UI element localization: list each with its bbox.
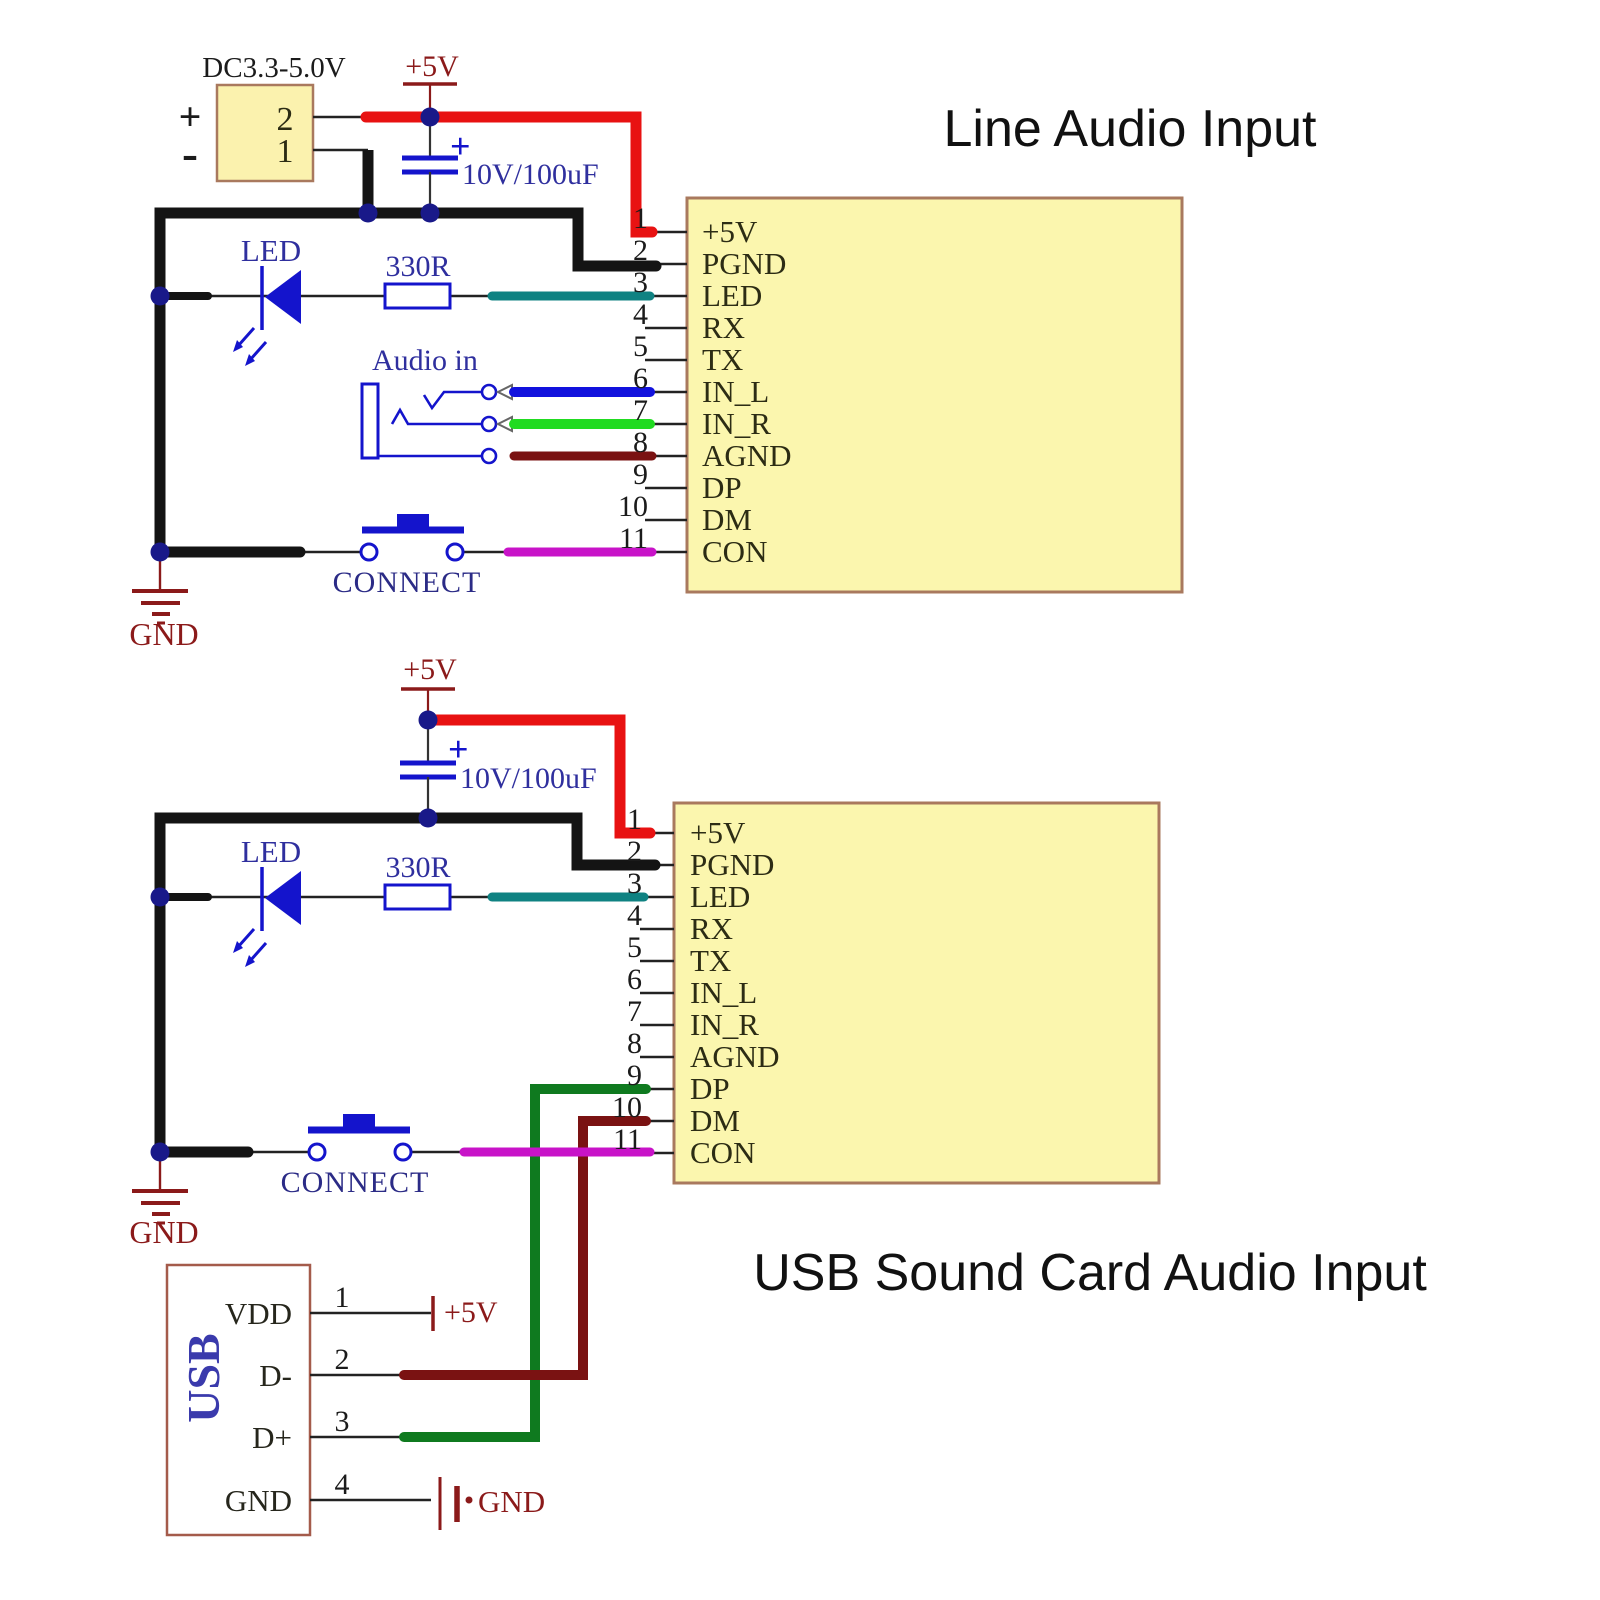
resistor-label-bottom: 330R [385, 851, 451, 884]
module-box-top [685, 196, 1184, 594]
connect-button-top [359, 514, 465, 562]
title-line-audio-input: Line Audio Input [943, 100, 1317, 158]
m1-pin-label-9: DP [702, 470, 742, 505]
m1-pin-label-5: TX [702, 342, 744, 377]
m2-pin-num-4: 4 [627, 899, 642, 932]
m2-pin-label-8: AGND [690, 1039, 780, 1074]
dc-jack-box [215, 83, 315, 183]
m1-pin-label-8: AGND [702, 438, 792, 473]
usb-gnd-symbol [438, 1477, 473, 1530]
m1-pin-label-6: IN_L [702, 374, 770, 409]
m1-pin-label-7: IN_R [702, 406, 771, 441]
m1-pin-num-3: 3 [633, 266, 648, 299]
m1-pin-num-4: 4 [633, 298, 648, 331]
m1-pin-num-9: 9 [633, 458, 648, 491]
m2-pin-label-9: DP [690, 1071, 730, 1106]
cap-value-top: 10V/100uF [462, 158, 599, 191]
module-box-bottom [672, 801, 1161, 1185]
wire-dp [399, 1084, 651, 1442]
usb-pin-num-4: 4 [334, 1468, 350, 1501]
m2-pin-num-7: 7 [627, 995, 642, 1028]
usb-pin-label-dplus: D+ [252, 1420, 292, 1455]
usb-pin-label-gnd: GND [224, 1483, 292, 1518]
dc-plus-label: + [178, 94, 202, 139]
dc-pin2-number: 2 [276, 101, 294, 138]
m1-pin-num-6: 6 [633, 362, 648, 395]
m1-pin-label-10: DM [702, 502, 752, 537]
m2-pin-num-8: 8 [627, 1027, 642, 1060]
m2-pin-label-2: PGND [690, 847, 775, 882]
led-symbol-bottom [233, 867, 301, 967]
m1-pin-num-2: 2 [633, 234, 648, 267]
vcc-label-top: +5V [405, 50, 459, 83]
m2-pin-label-3: LED [690, 879, 751, 914]
m1-pin-num-11: 11 [619, 522, 648, 555]
dc-pin1-number: 1 [276, 133, 294, 170]
thin-leads [207, 115, 687, 1502]
usb-pin-num-1: 1 [334, 1281, 350, 1314]
m2-pin-num-10: 10 [612, 1091, 642, 1124]
cap-plus-bottom: + [448, 729, 469, 769]
m2-pin-label-11: CON [690, 1135, 756, 1170]
usb-pin-label-vdd: VDD [224, 1296, 292, 1331]
signal-wires [360, 111, 658, 1442]
usb-net-gnd-label: GND [478, 1484, 546, 1519]
m2-pin-num-2: 2 [627, 835, 642, 868]
gnd-symbol-top [132, 552, 188, 625]
m2-pin-num-1: 1 [627, 803, 642, 836]
usb-box [165, 1263, 312, 1537]
wire-5v-top [360, 111, 658, 238]
m2-pin-label-4: RX [690, 911, 734, 946]
gnd-symbol-bottom [132, 1152, 188, 1225]
cap-plus-top: + [450, 126, 471, 166]
led-label-top: LED [240, 233, 302, 268]
m1-pin-label-11: CON [702, 534, 768, 569]
m2-pin-num-11: 11 [613, 1123, 642, 1156]
cap-value-bottom: 10V/100uF [460, 762, 597, 795]
gnd-label-top: GND [129, 616, 199, 652]
audio-in-label: Audio in [372, 344, 478, 377]
m2-pin-num-5: 5 [627, 931, 642, 964]
m2-pin-label-1: +5V [690, 815, 746, 850]
m1-pin-num-8: 8 [633, 426, 648, 459]
resistor-symbol-bottom [383, 883, 452, 911]
connect-label-bottom: CONNECT [280, 1166, 430, 1199]
m1-pin-label-1: +5V [702, 214, 758, 249]
gnd-label-bottom: GND [129, 1214, 199, 1250]
led-label-bottom: LED [240, 834, 302, 869]
dc-minus-label: - [182, 127, 198, 180]
resistor-label-top: 330R [385, 250, 451, 283]
m2-pin-label-6: IN_L [690, 975, 758, 1010]
m2-pin-label-10: DM [690, 1103, 740, 1138]
audio-jack-symbol [360, 382, 513, 465]
resistor-symbol-top [383, 282, 452, 310]
m1-pin-label-4: RX [702, 310, 746, 345]
m1-pin-num-10: 10 [618, 490, 648, 523]
m2-pin-label-5: TX [690, 943, 732, 978]
m1-pin-num-5: 5 [633, 330, 648, 363]
usb-net-5v-label: +5V [444, 1296, 498, 1329]
wire-dm [399, 1116, 651, 1380]
m1-pin-label-2: PGND [702, 246, 787, 281]
m2-pin-label-7: IN_R [690, 1007, 759, 1042]
usb-pin-label-dminus: D- [259, 1358, 292, 1393]
m1-pin-label-3: LED [702, 278, 763, 313]
wire-5v-bottom [422, 714, 656, 839]
led-symbol-top [233, 266, 301, 366]
m2-pin-num-3: 3 [627, 867, 642, 900]
vcc-label-bottom: +5V [403, 653, 457, 686]
power-gnd-symbols [132, 82, 473, 1530]
connect-label-top: CONNECT [332, 566, 482, 599]
m1-pin-num-7: 7 [633, 394, 648, 427]
connect-button-bottom [307, 1114, 413, 1162]
m1-pin-num-1: 1 [633, 202, 648, 235]
usb-pin-num-2: 2 [334, 1343, 350, 1376]
m2-pin-num-9: 9 [627, 1059, 642, 1092]
junction-dots [150, 107, 440, 1162]
title-usb-sound-card: USB Sound Card Audio Input [753, 1244, 1427, 1302]
usb-pin-num-3: 3 [334, 1405, 350, 1438]
dc-jack-label: DC3.3-5.0V [202, 52, 346, 84]
m2-pin-num-6: 6 [627, 963, 642, 996]
